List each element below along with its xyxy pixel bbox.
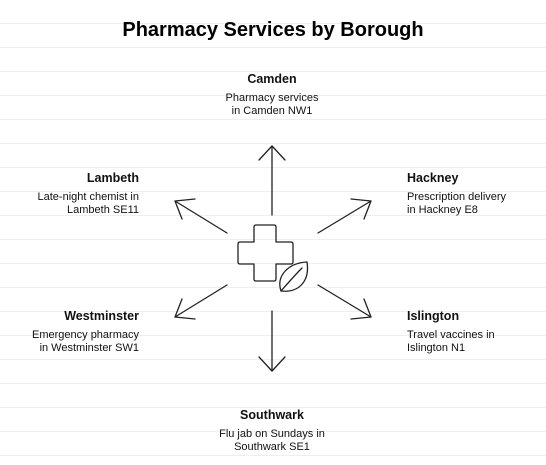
arrow-to-westminster <box>174 284 228 320</box>
node-lambeth-name: Lambeth <box>86 171 139 185</box>
leaf-icon <box>279 261 309 292</box>
node-westminster-name: Westminster <box>64 309 139 323</box>
arrow-to-southwark <box>258 310 286 372</box>
node-islington: Islington Travel vaccines in Islington N… <box>407 309 517 355</box>
node-islington-name: Islington <box>407 309 460 323</box>
node-camden: Camden Pharmacy services in Camden NW1 <box>197 72 347 118</box>
node-camden-desc: Pharmacy services in Camden NW1 <box>225 92 319 117</box>
node-southwark-name: Southwark <box>240 408 304 422</box>
arrow-to-lambeth <box>174 198 228 234</box>
node-hackney-name: Hackney <box>407 171 459 185</box>
arrow-to-hackney <box>317 198 372 234</box>
arrow-to-camden <box>258 145 286 216</box>
node-islington-desc: Travel vaccines in Islington N1 <box>407 329 495 354</box>
node-southwark: Southwark Flu jab on Sundays in Southwar… <box>197 408 347 454</box>
node-camden-name: Camden <box>247 72 297 86</box>
node-hackney: Hackney Prescription delivery in Hackney… <box>407 171 517 217</box>
node-westminster: Westminster Emergency pharmacy in Westmi… <box>29 309 139 355</box>
node-westminster-desc: Emergency pharmacy in Westminster SW1 <box>32 329 139 354</box>
medical-cross-icon <box>237 224 294 282</box>
node-southwark-desc: Flu jab on Sundays in Southwark SE1 <box>219 428 325 453</box>
node-lambeth: Lambeth Late-night chemist in Lambeth SE… <box>29 171 140 217</box>
arrow-to-islington <box>317 284 372 320</box>
diagram-title: Pharmacy Services by Borough <box>122 19 424 41</box>
node-lambeth-desc: Late-night chemist in Lambeth SE11 <box>37 191 140 216</box>
node-hackney-desc: Prescription delivery in Hackney E8 <box>407 191 507 216</box>
